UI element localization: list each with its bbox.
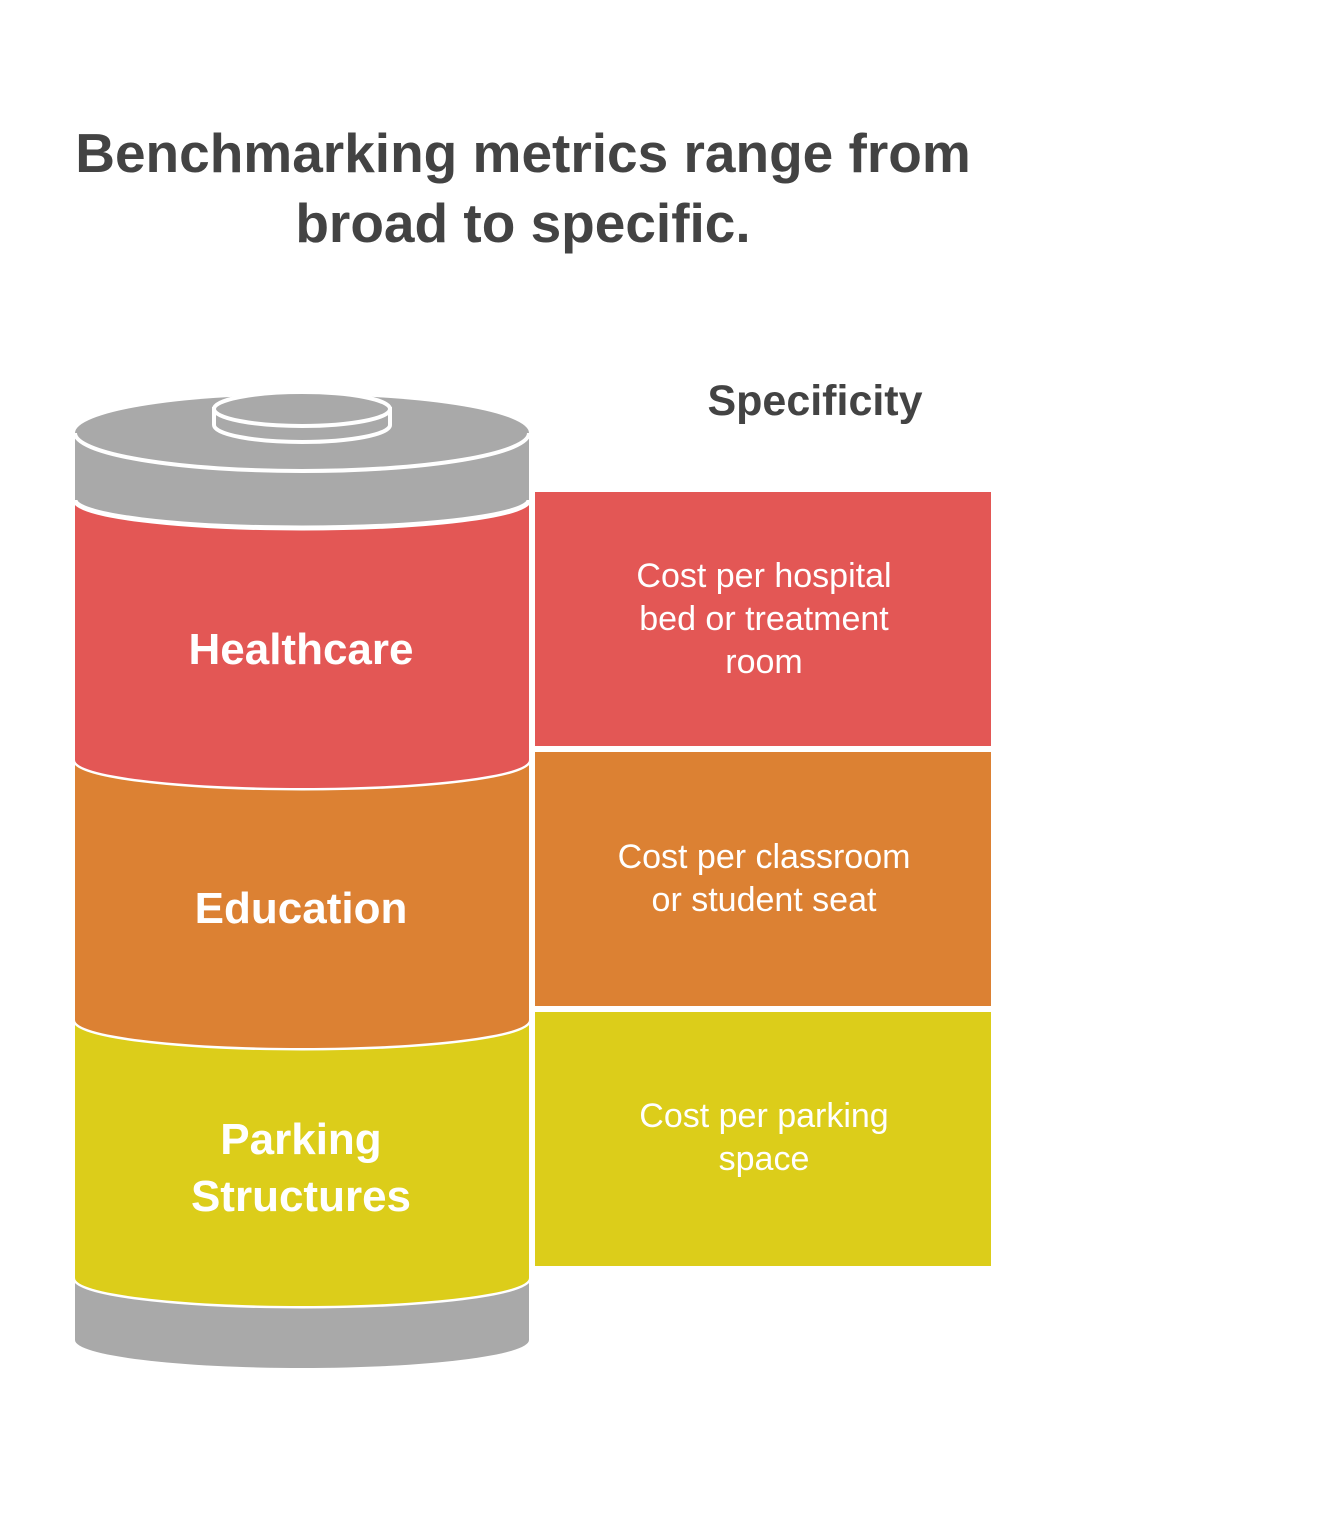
title-line-1: Benchmarking metrics range from [75, 122, 971, 184]
description-line: room [725, 643, 803, 681]
description-line: space [718, 1140, 810, 1178]
segment-parking [75, 1020, 529, 1306]
description-line: Cost per hospital [636, 557, 892, 595]
description-line: or student seat [651, 881, 877, 919]
description-parking: Cost per parking space [537, 1095, 991, 1181]
description-healthcare: Cost per hospital bed or treatment room [537, 555, 991, 684]
battery-terminal [212, 390, 392, 444]
segment-label-healthcare: Healthcare [75, 621, 527, 678]
description-line: Cost per parking [639, 1097, 889, 1135]
description-line: Cost per classroom [617, 838, 911, 876]
description-box-education [535, 752, 991, 1006]
description-box-parking [535, 1012, 991, 1266]
segment-label-line: Education [194, 884, 408, 933]
segment-label-line: Structures [190, 1172, 412, 1221]
segment-label-line: Healthcare [188, 625, 414, 674]
segment-label-education: Education [75, 880, 527, 937]
description-education: Cost per classroom or student seat [537, 836, 991, 922]
segment-label-line: Parking [220, 1115, 382, 1164]
description-box-healthcare [535, 492, 991, 746]
specificity-axis-label: Specificity [707, 377, 923, 425]
segment-label-parking: Parking Structures [75, 1111, 527, 1225]
segment-education [75, 760, 529, 1048]
diagram-title: Benchmarking metrics range from broad to… [0, 118, 1046, 258]
description-line: bed or treatment [639, 600, 889, 638]
title-line-2: broad to specific. [295, 192, 751, 254]
segment-healthcare [75, 500, 529, 788]
